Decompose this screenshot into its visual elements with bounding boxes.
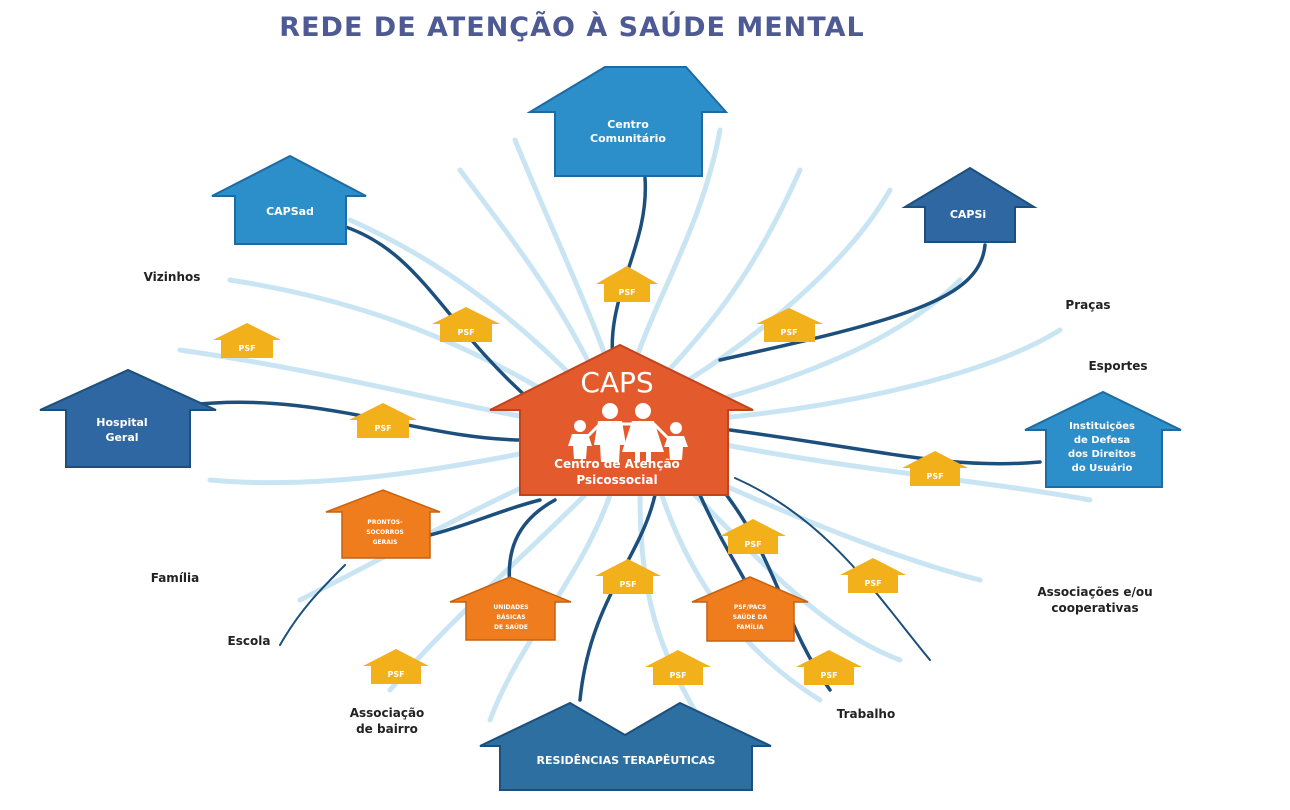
label-escola: Escola bbox=[228, 634, 271, 648]
psf-house: PSF bbox=[645, 650, 711, 685]
psf-label: PSF bbox=[374, 424, 391, 433]
psf-label: PSF bbox=[618, 288, 635, 297]
hospital-geral-line2: Geral bbox=[105, 431, 138, 444]
hospital-geral-line1: Hospital bbox=[96, 416, 147, 429]
caps-central-house: CAPS Centro de Atenção Psicossocial bbox=[489, 343, 754, 496]
psf-label: PSF bbox=[387, 670, 404, 679]
unidades-basicas-house: UNIDADES BÁSICAS DE SAÚDE bbox=[449, 576, 572, 641]
psf-house: PSF bbox=[596, 266, 658, 302]
psf-label: PSF bbox=[864, 579, 881, 588]
psf-house: PSF bbox=[902, 451, 968, 486]
instituicoes-house: Instituições de Defesa dos Direitos do U… bbox=[1024, 390, 1182, 488]
psf-house: PSF bbox=[432, 307, 500, 342]
centro-comunitario-line2: Comunitário bbox=[590, 132, 666, 145]
instituicoes-line3: dos Direitos bbox=[1068, 449, 1136, 460]
unidades-basicas-line3: DE SAÚDE bbox=[494, 624, 528, 631]
psf-house: PSF bbox=[840, 558, 906, 593]
centro-comunitario-house: Centro Comunitário bbox=[526, 66, 729, 177]
caps-subtitle-line1: Centro de Atenção bbox=[554, 457, 680, 471]
family-icon bbox=[568, 403, 688, 462]
diagram-title: REDE DE ATENÇÃO À SAÚDE MENTAL bbox=[279, 11, 864, 43]
prontos-socorros-line2: SOCORROS bbox=[366, 529, 404, 536]
psf-label: PSF bbox=[820, 671, 837, 680]
psf-label: PSF bbox=[238, 344, 255, 353]
prontos-socorros-house: PRONTOS- SOCORROS GERAIS bbox=[325, 489, 441, 559]
label-pracas: Praças bbox=[1065, 298, 1110, 312]
label-vizinhos: Vizinhos bbox=[144, 270, 201, 284]
unidades-basicas-line2: BÁSICAS bbox=[496, 614, 525, 621]
psf-house: PSF bbox=[363, 649, 429, 684]
psf-pacs-line3: FAMÍLIA bbox=[737, 623, 764, 631]
hospital-geral-house: Hospital Geral bbox=[39, 368, 217, 468]
psf-pacs-house: PSF/PACS SAÚDE DA FAMÍLIA bbox=[691, 576, 809, 642]
psf-label: PSF bbox=[669, 671, 686, 680]
label-associacao-bairro-line1: Associação bbox=[350, 706, 425, 720]
label-familia: Família bbox=[151, 571, 200, 585]
psf-house: PSF bbox=[756, 308, 823, 342]
psf-pacs-line1: PSF/PACS bbox=[734, 604, 766, 611]
psf-label: PSF bbox=[457, 328, 474, 337]
psf-house: PSF bbox=[720, 519, 786, 554]
caps-title: CAPS bbox=[580, 366, 653, 399]
instituicoes-line4: do Usuário bbox=[1072, 462, 1133, 474]
prontos-socorros-line3: GERAIS bbox=[373, 539, 398, 546]
label-trabalho: Trabalho bbox=[837, 707, 895, 721]
centro-comunitario-line1: Centro bbox=[607, 118, 649, 131]
psf-house: PSF bbox=[349, 403, 417, 438]
capsad-label: CAPSad bbox=[266, 205, 314, 218]
psf-label: PSF bbox=[744, 540, 761, 549]
residencias-terapeuticas-house: RESIDÊNCIAS TERAPÊUTICAS bbox=[479, 701, 772, 791]
psf-house: PSF bbox=[213, 323, 281, 358]
label-associacoes-line1: Associações e/ou bbox=[1037, 585, 1152, 599]
psf-label: PSF bbox=[926, 472, 943, 481]
instituicoes-line2: de Defesa bbox=[1074, 435, 1130, 446]
community-labels: Vizinhos Praças Esportes Família Escola … bbox=[144, 270, 1153, 736]
residencias-label: RESIDÊNCIAS TERAPÊUTICAS bbox=[537, 754, 716, 767]
psf-pacs-line2: SAÚDE DA bbox=[733, 614, 768, 621]
capsi-label: CAPSi bbox=[950, 208, 986, 221]
capsad-house: CAPSad bbox=[211, 154, 367, 245]
psf-house: PSF bbox=[796, 650, 862, 685]
psf-house: PSF bbox=[595, 559, 661, 594]
capsi-house: CAPSi bbox=[901, 166, 1038, 243]
label-associacao-bairro-line2: de bairro bbox=[356, 722, 418, 736]
psf-label: PSF bbox=[780, 328, 797, 337]
unidades-basicas-line1: UNIDADES bbox=[493, 604, 528, 611]
prontos-socorros-line1: PRONTOS- bbox=[367, 519, 403, 526]
instituicoes-line1: Instituições bbox=[1069, 421, 1135, 432]
psf-label: PSF bbox=[619, 580, 636, 589]
label-associacoes-line2: cooperativas bbox=[1051, 601, 1138, 615]
psf-houses: PSF PSF PSF PSF PSF PSF PSF PSF bbox=[213, 266, 968, 685]
label-esportes: Esportes bbox=[1088, 359, 1147, 373]
caps-subtitle-line2: Psicossocial bbox=[576, 473, 657, 487]
